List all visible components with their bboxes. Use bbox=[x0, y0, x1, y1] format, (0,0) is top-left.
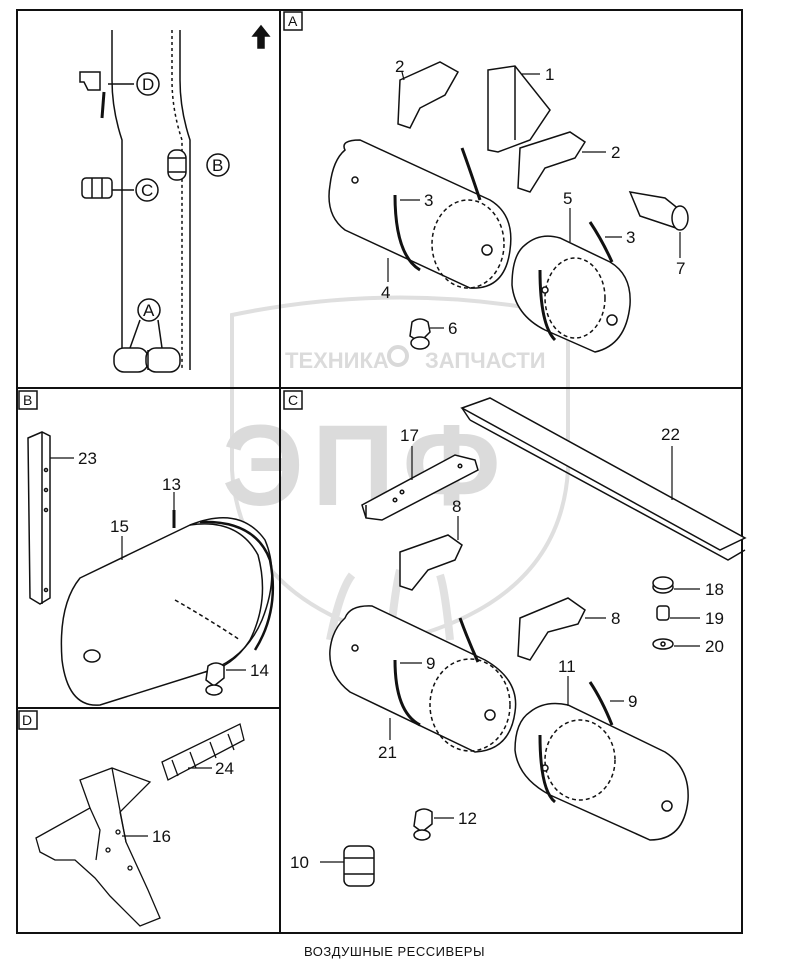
part-label-5: 5 bbox=[563, 189, 572, 208]
overview-panel bbox=[79, 24, 271, 373]
section-c-leaders bbox=[320, 446, 700, 863]
part-label-17: 17 bbox=[400, 426, 419, 445]
tank-part-15 bbox=[60, 517, 273, 706]
bracket-part-8-upper bbox=[399, 534, 463, 591]
section-a-leaders bbox=[387, 71, 681, 329]
sleeve-part-19 bbox=[656, 605, 670, 621]
section-tag-c: C bbox=[283, 390, 303, 410]
part-label-22: 22 bbox=[661, 425, 680, 444]
part-label-3-lower: 3 bbox=[626, 228, 635, 247]
valve-part-12 bbox=[413, 808, 433, 833]
bracket-part-8-lower bbox=[517, 597, 586, 661]
arrow-up-icon bbox=[251, 24, 271, 49]
part-label-13: 13 bbox=[162, 475, 181, 494]
part-label-15: 15 bbox=[110, 517, 129, 536]
svg-text:D: D bbox=[22, 712, 32, 728]
watermark-text-left: ТЕХНИКА bbox=[285, 348, 389, 373]
bracket-part-1 bbox=[487, 65, 551, 153]
svg-text:B: B bbox=[23, 392, 32, 408]
part-label-11: 11 bbox=[558, 657, 576, 676]
part-label-9-lower: 9 bbox=[628, 692, 637, 711]
section-b-leaders bbox=[50, 457, 246, 671]
section-c-drawing bbox=[329, 397, 747, 887]
section-a-drawing bbox=[328, 61, 689, 353]
overview-callout-a: A bbox=[143, 301, 155, 320]
part-label-3-upper: 3 bbox=[424, 191, 433, 210]
section-tag-a: A bbox=[283, 11, 303, 31]
part-label-7: 7 bbox=[676, 259, 685, 278]
valve-part-14 bbox=[205, 662, 225, 687]
svg-text:A: A bbox=[288, 13, 298, 29]
part-label-18: 18 bbox=[705, 580, 724, 599]
channel-part-22 bbox=[460, 397, 747, 551]
part-label-24: 24 bbox=[215, 759, 234, 778]
part-label-8-lower: 8 bbox=[611, 609, 620, 628]
section-tag-b: B bbox=[18, 390, 38, 410]
bracket-part-2-lower bbox=[517, 131, 587, 193]
part-label-6: 6 bbox=[448, 319, 457, 338]
part-label-10: 10 bbox=[290, 853, 309, 872]
overview-callout-d: D bbox=[142, 75, 154, 94]
part-label-14: 14 bbox=[250, 661, 269, 680]
part-label-23: 23 bbox=[78, 449, 97, 468]
bracket-part-2-upper bbox=[397, 61, 460, 129]
section-b-drawing bbox=[27, 431, 275, 706]
gear-icon bbox=[387, 345, 409, 367]
part-label-20: 20 bbox=[705, 637, 724, 656]
part-label-4: 4 bbox=[381, 283, 390, 302]
part-label-21: 21 bbox=[378, 743, 397, 762]
overview-callout-b: B bbox=[212, 156, 223, 175]
watermark-text-right: ЗАПЧАСТИ bbox=[425, 348, 546, 373]
panel-frames bbox=[16, 9, 743, 934]
tank-part-5 bbox=[511, 235, 631, 353]
part-label-12: 12 bbox=[458, 809, 477, 828]
bracket-part-23 bbox=[27, 431, 51, 605]
part-label-9-upper: 9 bbox=[426, 654, 435, 673]
part-label-16: 16 bbox=[152, 827, 171, 846]
section-d-drawing bbox=[35, 723, 245, 927]
plate-part-24 bbox=[161, 723, 245, 781]
part-label-2-lower: 2 bbox=[611, 143, 620, 162]
tank-part-21 bbox=[329, 605, 517, 753]
part-label-1: 1 bbox=[545, 65, 554, 84]
figure-caption: ВОЗДУШНЫЕ РЕССИВЕРЫ bbox=[304, 944, 485, 959]
overview-callout-c: C bbox=[141, 181, 153, 200]
section-tag-d: D bbox=[18, 710, 38, 730]
part-label-8-upper: 8 bbox=[452, 497, 461, 516]
svg-text:C: C bbox=[288, 392, 298, 408]
section-d-leaders bbox=[122, 767, 212, 837]
part-label-2-upper: 2 bbox=[395, 57, 404, 76]
coupling-part-10 bbox=[343, 845, 375, 887]
part-label-19: 19 bbox=[705, 609, 724, 628]
tank-part-4 bbox=[328, 139, 512, 289]
tank-part-11 bbox=[514, 702, 689, 841]
